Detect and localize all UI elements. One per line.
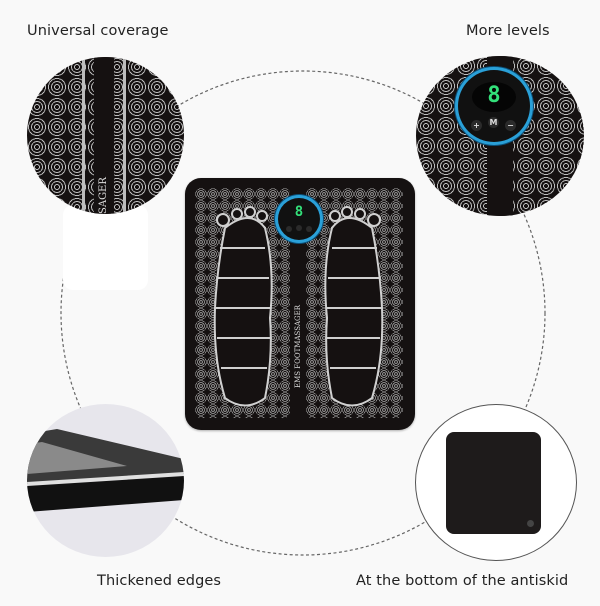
antiskid-pad [446, 432, 541, 534]
backdrop-card [63, 205, 148, 290]
mat-mode-button [296, 225, 302, 231]
edge-cross-section [27, 429, 184, 512]
plus-button: + [471, 120, 482, 131]
right-footprint-icon [324, 206, 384, 407]
mat-minus-button [306, 226, 312, 232]
left-footprint-icon [213, 206, 273, 407]
detail-more-levels: 8 + M − [416, 56, 584, 216]
minus-button: − [505, 120, 516, 131]
label-thickened-edges: Thickened edges [97, 573, 222, 589]
center-strip [94, 57, 114, 214]
label-antiskid-bottom: At the bottom of the antiskid [356, 573, 569, 589]
display-screen [472, 82, 516, 112]
mode-button: M [488, 117, 499, 128]
detail-thickened-edges [27, 404, 184, 557]
mat-control-panel: 8 [278, 198, 320, 240]
mat-level-digit: 8 [294, 204, 304, 220]
brand-text: EMS FOOTMASSAGER [294, 304, 302, 388]
mat-plus-button [286, 226, 292, 232]
outline-line [123, 57, 126, 214]
left-pad [195, 188, 290, 418]
control-panel: 8 + M − [458, 70, 530, 142]
label-universal-coverage: Universal coverage [27, 23, 169, 39]
pad-dot [527, 520, 534, 527]
foot-massager-mat: EMS FOOTMASSAGER 8 [185, 178, 415, 430]
detail-universal-coverage: SAGER [27, 57, 184, 214]
outline-line [82, 57, 85, 214]
right-pad [306, 188, 403, 418]
detail-antiskid-bottom [415, 404, 577, 561]
brand-text-partial: SAGER [98, 177, 109, 214]
level-digit: 8 [487, 83, 501, 108]
label-more-levels: More levels [466, 23, 550, 39]
